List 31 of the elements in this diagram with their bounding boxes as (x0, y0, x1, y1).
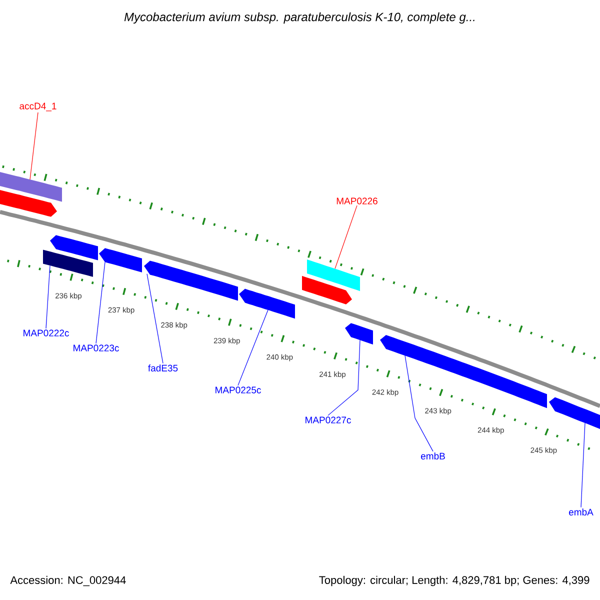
gene-label: embB (421, 452, 445, 460)
gene-block (0, 190, 57, 217)
gene-label: embA (569, 508, 594, 516)
gene-block (144, 260, 238, 301)
leader-line (328, 340, 360, 416)
gene-block (43, 250, 93, 277)
gene-block (0, 172, 62, 202)
leader-line (96, 262, 106, 344)
gene-block (345, 323, 373, 344)
gene-block (302, 276, 352, 304)
gene-label: MAP0223c (74, 344, 119, 352)
gene-block (307, 260, 360, 292)
leader-line (46, 265, 50, 329)
leader-line (334, 205, 358, 269)
leader-line (404, 355, 434, 452)
gene-label: fadE35 (148, 364, 178, 372)
gene-block (99, 248, 142, 272)
title: Mycobacterium avium subsp. paratuberculosis K-10, complete g... (124, 12, 474, 24)
leader-line (580, 422, 586, 508)
leader-line (30, 112, 38, 180)
gene-block (50, 235, 98, 260)
gene-label: accD4_1 (20, 102, 56, 112)
footer-text: Topology: circular; Length: 4,829,781 bp; Genes: 4,399 (319, 576, 590, 586)
gene-label: MAP0225c (216, 386, 261, 394)
gene-label: MAP0222c (24, 330, 69, 336)
gene-block (239, 288, 295, 319)
footer-text: Accession: NC_002944 (10, 576, 126, 586)
gene-label: MAP0226 (336, 198, 378, 204)
gene-block (549, 397, 600, 429)
leader-line (238, 310, 268, 386)
gene-label: MAP0227c (306, 416, 351, 424)
